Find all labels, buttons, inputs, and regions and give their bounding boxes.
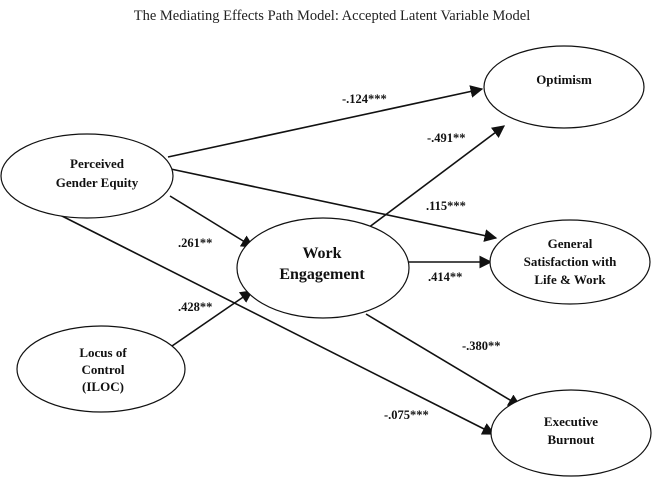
svg-text:Optimism: Optimism	[536, 72, 592, 87]
path-gender-equity-to-burnout	[57, 213, 496, 435]
coef-engagement-to-burnout: -.380**	[462, 339, 501, 353]
path-gender-equity-to-satisfaction	[165, 167, 498, 242]
path-engagement-to-burnout	[365, 313, 522, 407]
svg-text:Perceived: Perceived	[70, 156, 125, 171]
path-gender-equity-to-engagement	[169, 195, 255, 248]
node-general-satisfaction: General Satisfaction with Life & Work	[489, 219, 651, 305]
svg-text:Satisfaction with: Satisfaction with	[524, 254, 618, 269]
node-locus-of-control: Locus of Control (ILOC)	[16, 325, 186, 413]
coef-gender-equity-to-satisfaction: .115***	[426, 199, 466, 213]
coef-engagement-to-satisfaction: .414**	[428, 270, 462, 284]
node-optimism: Optimism	[483, 45, 645, 129]
svg-text:Life & Work: Life & Work	[534, 272, 606, 287]
path-locus-to-engagement	[171, 290, 254, 347]
diagram-title: The Mediating Effects Path Model: Accept…	[134, 8, 530, 24]
coef-gender-equity-to-optimism: -.124***	[342, 92, 387, 106]
path-gender-equity-to-optimism	[167, 85, 484, 158]
coef-engagement-to-optimism: -.491**	[427, 131, 466, 145]
svg-text:General: General	[548, 236, 593, 251]
path-engagement-to-optimism	[367, 125, 506, 229]
svg-text:Executive: Executive	[544, 414, 598, 429]
node-perceived-gender-equity: Perceived Gender Equity	[0, 133, 174, 219]
svg-text:Engagement: Engagement	[279, 266, 365, 283]
svg-text:Work: Work	[302, 245, 341, 262]
node-executive-burnout: Executive Burnout	[490, 389, 652, 477]
coef-gender-equity-to-engagement: .261**	[178, 236, 212, 250]
svg-text:(ILOC): (ILOC)	[82, 379, 124, 394]
coef-gender-equity-to-burnout: -.075***	[384, 408, 429, 422]
node-work-engagement: Work Engagement	[236, 217, 410, 319]
svg-text:Gender Equity: Gender Equity	[56, 175, 139, 190]
svg-text:Burnout: Burnout	[548, 432, 596, 447]
svg-text:Locus of: Locus of	[79, 345, 127, 360]
svg-text:Control: Control	[81, 362, 124, 377]
coef-locus-to-engagement: .428**	[178, 300, 212, 314]
